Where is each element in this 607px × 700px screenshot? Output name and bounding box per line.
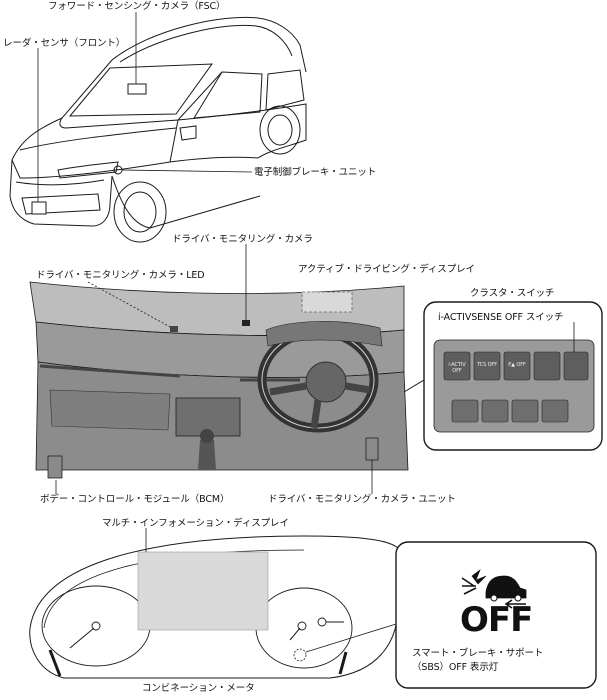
iactivsense-switch-button (563, 351, 589, 381)
switch-button-1 (443, 351, 471, 381)
switch-button-3 (503, 351, 531, 381)
collision-warning-car-icon (461, 569, 527, 609)
radar-sensor-label: レーダ・センサ（フロント） (3, 38, 126, 49)
dms-unit-label: ドライバ・モニタリング・カメラ・ユニット (268, 494, 456, 505)
car-exterior-illustration (9, 16, 307, 243)
dashboard-illustration (29, 281, 409, 479)
sbs-indicator-callout (305, 541, 597, 689)
switch-button-4 (533, 351, 561, 381)
switch-caption-2: TCS OFF (476, 362, 497, 368)
switch-caption-1: i-ACTIV OFF (448, 362, 466, 374)
dms-led-label: ドライバ・モニタリング・カメラ・LED (36, 270, 205, 281)
leader-lines-dashboard (55, 244, 373, 494)
dms-camera-label: ドライバ・モニタリング・カメラ (172, 234, 313, 245)
active-driving-display-label: アクティブ・ドライビング・ディスプレイ (298, 264, 475, 275)
combination-meter-illustration (29, 528, 404, 679)
brake-unit-label: 電子制御ブレーキ・ユニット (254, 167, 377, 178)
fsc-label: フォワード・センシング・カメラ（FSC） (48, 1, 226, 12)
sbs-off-indicator-text: OFF (460, 600, 533, 640)
mid-label: マルチ・インフォメーション・ディスプレイ (102, 518, 289, 529)
switch-caption-3: P▲ OFF (508, 362, 526, 368)
sbs-label-line2: （SBS）OFF 表示灯 (412, 662, 499, 673)
cluster-switch-label: クラスタ・スイッチ (470, 288, 555, 299)
bcm-label: ボデー・コントロール・モジュール（BCM） (40, 494, 230, 505)
cluster-switch-callout (403, 301, 603, 451)
iactivsense-switch-label: i-ACTIVSENSE OFF スイッチ (438, 312, 564, 323)
switch-button-2 (473, 351, 501, 381)
sbs-label-line1: スマート・ブレーキ・サポート (412, 648, 544, 659)
leader-lines-exterior (37, 12, 253, 202)
combination-meter-label: コンビネーション・メータ (142, 683, 255, 694)
